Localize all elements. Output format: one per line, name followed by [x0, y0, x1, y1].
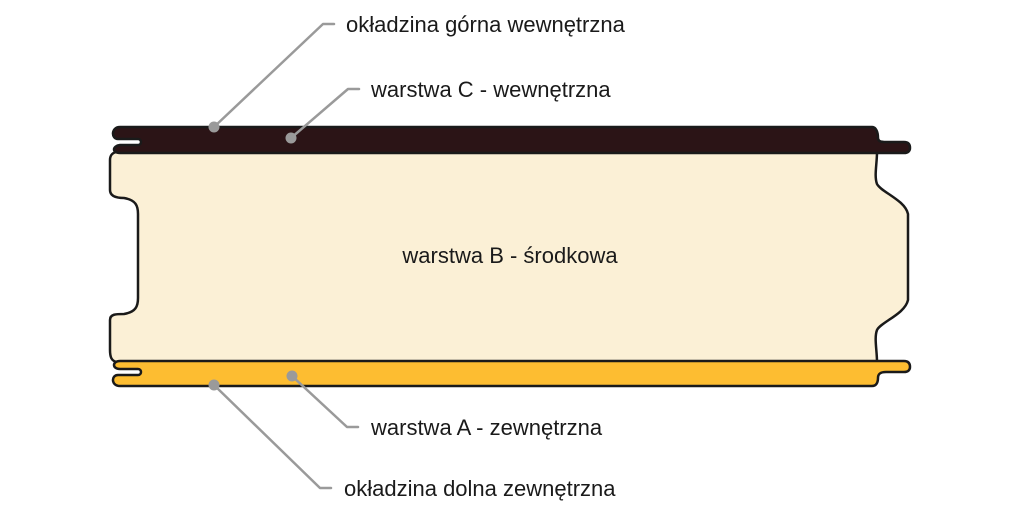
label-layer-c: warstwa C - wewnętrzna [370, 77, 611, 102]
label-top-cladding: okładzina górna wewnętrzna [346, 12, 626, 37]
label-bottom-cladding: okładzina dolna zewnętrzna [344, 476, 616, 501]
leader-top-cladding [208, 22, 336, 133]
bottom-cladding [111, 359, 912, 388]
leader-layer-a [286, 370, 360, 429]
leader-bottom-cladding [208, 379, 333, 490]
layer-b-core [108, 150, 910, 364]
leader-layer-c [285, 87, 361, 144]
label-layer-b: warstwa B - środkowa [401, 243, 618, 268]
top-cladding [111, 125, 912, 155]
label-layer-a: warstwa A - zewnętrzna [370, 415, 603, 440]
